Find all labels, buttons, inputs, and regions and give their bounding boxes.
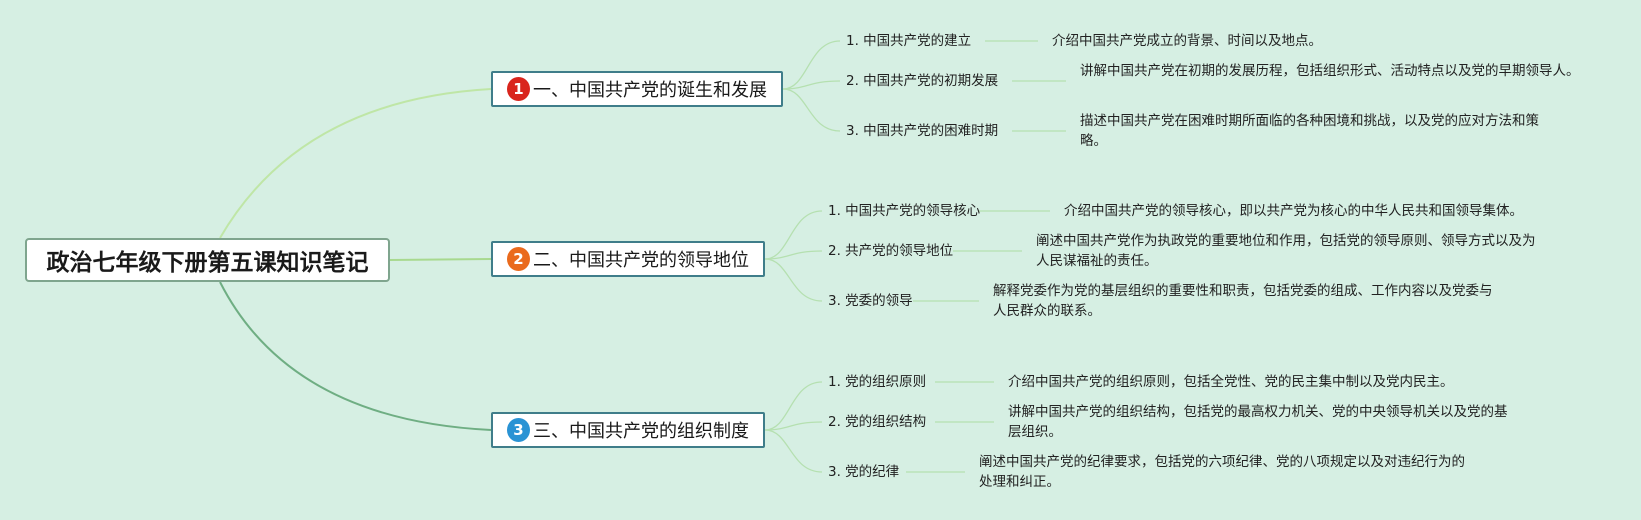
root-topic[interactable]: 政治七年级下册第五课知识笔记 [25,238,390,282]
connector-branch-3-sub-3 [764,429,823,473]
subtopic-3-2-note: 讲解中国共产党的组织结构，包括党的最高权力机关、党的中央领导机关以及党的基层组织… [1008,404,1508,440]
subtopic-1-3-note: 描述中国共产党在困难时期所面临的各种困境和挑战，以及党的应对方法和策略。 [1080,113,1539,149]
subtopic-3-1[interactable]: 1. 党的组织原则 [828,374,927,390]
number-badge-1-icon: 1 [507,77,530,101]
connector-branch-1-sub-3 [782,88,841,132]
subtopic-1-2[interactable]: 2. 中国共产党的初期发展 [846,73,999,89]
root-topic-title: 政治七年级下册第五课知识笔记 [46,250,369,276]
connector-branch-3-sub-1 [764,381,823,431]
subtopic-1-3[interactable]: 3. 中国共产党的困难时期 [846,123,999,139]
subtopic-1-1[interactable]: 1. 中国共产党的建立 [846,33,972,49]
subtopic-3-1-note: 介绍中国共产党的组织原则，包括全党性、党的民主集中制以及党内民主。 [1008,374,1454,390]
subtopic-1-1-note: 介绍中国共产党成立的背景、时间以及地点。 [1052,33,1322,49]
connector-branch-2-sub-3 [764,258,823,302]
subtopic-3-3-note: 阐述中国共产党的纪律要求，包括党的六项纪律、党的八项规定以及对违纪行为的处理和纠… [979,454,1465,490]
main-topic-2[interactable]: 2 二、中国共产党的领导地位 [491,241,765,277]
connector-root-branch-3 [219,281,492,431]
subtopic-2-2-note: 阐述中国共产党作为执政党的重要地位和作用，包括党的领导原则、领导方式以及为人民谋… [1036,233,1536,269]
subtopic-3-2[interactable]: 2. 党的组织结构 [828,414,927,430]
main-topic-3[interactable]: 3 三、中国共产党的组织制度 [491,412,765,448]
connector-root-branch-1 [219,88,492,239]
number-badge-3-icon: 3 [507,418,530,442]
number-badge-2-icon: 2 [507,247,530,271]
subtopic-2-3[interactable]: 3. 党委的领导 [828,293,913,309]
main-topic-1-title: 一、中国共产党的诞生和发展 [533,80,767,101]
connector-branch-2-sub-1 [764,210,823,260]
subtopic-2-2[interactable]: 2. 共产党的领导地位 [828,243,954,259]
subtopic-2-1-note: 介绍中国共产党的领导核心，即以共产党为核心的中华人民共和国领导集体。 [1064,203,1523,219]
main-topic-3-title: 三、中国共产党的组织制度 [533,421,749,442]
subtopic-2-1[interactable]: 1. 中国共产党的领导核心 [828,203,981,219]
subtopic-2-3-note: 解释党委作为党的基层组织的重要性和职责，包括党委的组成、工作内容以及党委与人民群… [993,283,1493,319]
main-topic-2-title: 二、中国共产党的领导地位 [533,250,749,271]
connector-branch-1-sub-1 [782,40,841,90]
subtopic-3-3[interactable]: 3. 党的纪律 [828,464,900,480]
connector-branch-2-sub-2 [764,250,823,260]
main-topic-1[interactable]: 1 一、中国共产党的诞生和发展 [491,71,783,107]
connector-root-branch-2 [389,258,492,261]
connector-branch-1-sub-2 [782,80,841,90]
connector-branch-3-sub-2 [764,421,823,431]
subtopic-1-2-note: 讲解中国共产党在初期的发展历程，包括组织形式、活动特点以及党的早期领导人。 [1080,63,1580,79]
